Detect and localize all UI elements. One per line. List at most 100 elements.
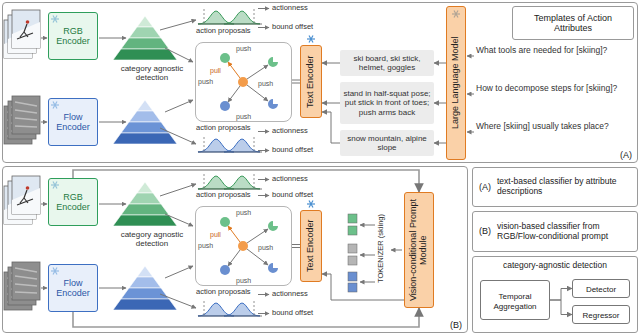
box-label: text-based classifier by attribute descr…: [497, 177, 631, 197]
flow-arrow: [160, 128, 196, 144]
annotation: category agnostic detection: [110, 230, 194, 248]
force-label: push: [198, 242, 213, 249]
box-label: category-agnostic detection: [473, 257, 637, 270]
panel-tag: (B): [450, 320, 462, 330]
feature-pyramid: [137, 266, 153, 277]
flow-arrow: [258, 150, 269, 151]
flow-arrow: [247, 249, 268, 265]
annotation: action proposals: [196, 288, 251, 297]
flow-arrow: [228, 86, 240, 102]
flow-arrow: [391, 250, 402, 251]
annotation: bound offset: [272, 309, 313, 318]
box-label: Regressor: [583, 308, 620, 320]
feature-pyramid: [129, 27, 161, 38]
text-embedding: [238, 241, 248, 251]
proposal-curve: [198, 139, 234, 152]
video-embedding: [220, 217, 230, 227]
flow-arrow: [258, 131, 269, 132]
attribute-description: stand in half-squat pose; put stick in f…: [340, 82, 434, 124]
feature-pyramid: [113, 133, 177, 144]
connector: [550, 289, 572, 301]
proposal-curve: [198, 176, 234, 189]
panel-tag: (A): [620, 150, 632, 160]
skier: [26, 20, 30, 24]
force-label: pull: [210, 67, 221, 74]
template-box: Templates of Action Attributes: [512, 6, 634, 40]
video-embedding: [220, 53, 230, 63]
panel: (A)RGB EncoderFlow Encoderpushpushpullpu…: [2, 2, 638, 163]
flow-arrow: [165, 266, 193, 278]
connector: [434, 63, 446, 64]
feature-pyramid: [113, 299, 177, 310]
encoder-box: Flow Encoder: [48, 264, 98, 312]
encoder-box: RGB Encoder: [48, 178, 98, 226]
time-axis: [198, 316, 262, 317]
feature-pyramid: [121, 288, 169, 299]
force-label: push: [236, 45, 251, 52]
time-axis: [198, 24, 262, 25]
flow-streak: [15, 118, 37, 120]
flow-arrow: [160, 294, 196, 308]
force-label: push: [258, 244, 273, 251]
process-box: Regressor: [572, 305, 630, 324]
process-box: Temporal Aggregation: [480, 280, 550, 320]
snow-slope: [12, 188, 40, 214]
boundary-line: [204, 9, 205, 24]
connector: [292, 245, 300, 248]
attribute-description: ski board, ski stick, helmet, goggles: [340, 50, 434, 76]
text-encoder-box: Text Encoder: [300, 210, 322, 282]
annotation: Where [skiing] usually takes place?: [476, 122, 634, 132]
feature-pyramid: [129, 277, 161, 288]
text-embedding: [238, 77, 248, 87]
force-label: push: [258, 80, 273, 87]
flow-streak: [15, 284, 37, 286]
flow-arrow: [360, 225, 375, 226]
annotation: bound offset: [272, 191, 313, 200]
box-label: vision-based classifier from RGB/Flow-co…: [497, 222, 631, 242]
frozen-icon: [309, 36, 313, 43]
box-label: Text Encoder: [306, 214, 316, 278]
force-label: pull: [210, 231, 221, 238]
boundary-line: [254, 301, 255, 316]
encoder-box: Flow Encoder: [48, 98, 98, 146]
video-frame: [12, 10, 40, 48]
annotation: What tools are needed for [skiing]?: [476, 46, 634, 56]
force-label: push: [198, 78, 213, 85]
prompt-module-box: Vision-conditional Prompt Module: [404, 192, 434, 308]
flow-arrow: [360, 255, 375, 256]
flow-arrow: [247, 229, 268, 243]
time-axis: [198, 152, 262, 153]
force-label: push: [236, 113, 251, 120]
legend-box: (B)vision-based classifier from RGB/Flow…: [472, 211, 638, 252]
flow-arrow: [360, 282, 375, 283]
snow-slope: [12, 22, 40, 48]
boundary-line: [254, 9, 255, 24]
feature-pyramid: [121, 38, 169, 49]
flow-arrow: [160, 184, 196, 196]
prompt-token: [348, 283, 357, 292]
feature-pyramid: [137, 182, 153, 193]
class-prototype: [268, 263, 278, 273]
flow-arrow: [228, 226, 240, 242]
llm-box: Large Language Model: [446, 6, 466, 160]
force-label: push: [236, 277, 251, 284]
force-label: push: [236, 209, 251, 216]
flow-arrow: [99, 122, 126, 123]
feature-pyramid: [129, 111, 161, 122]
flow-arrow: [165, 214, 193, 226]
flow-arrow: [258, 179, 269, 180]
panel-tag: (A): [479, 182, 491, 192]
flow-arrow: [41, 288, 47, 289]
annotation: action proposals: [196, 124, 251, 133]
flow-arrow: [247, 65, 268, 79]
detection-box: category-agnostic detectionTemporal Aggr…: [472, 256, 638, 333]
flow-arrow: [467, 94, 474, 95]
frozen-icon: [309, 201, 313, 208]
class-prototype: [268, 221, 278, 231]
flow-arrow: [228, 62, 240, 78]
legend-box: (A) text-based classifier by attribute de…: [472, 167, 638, 207]
feature-pyramid: [129, 193, 161, 204]
flow-arrow: [258, 195, 269, 196]
annotation: actionness: [272, 127, 308, 136]
